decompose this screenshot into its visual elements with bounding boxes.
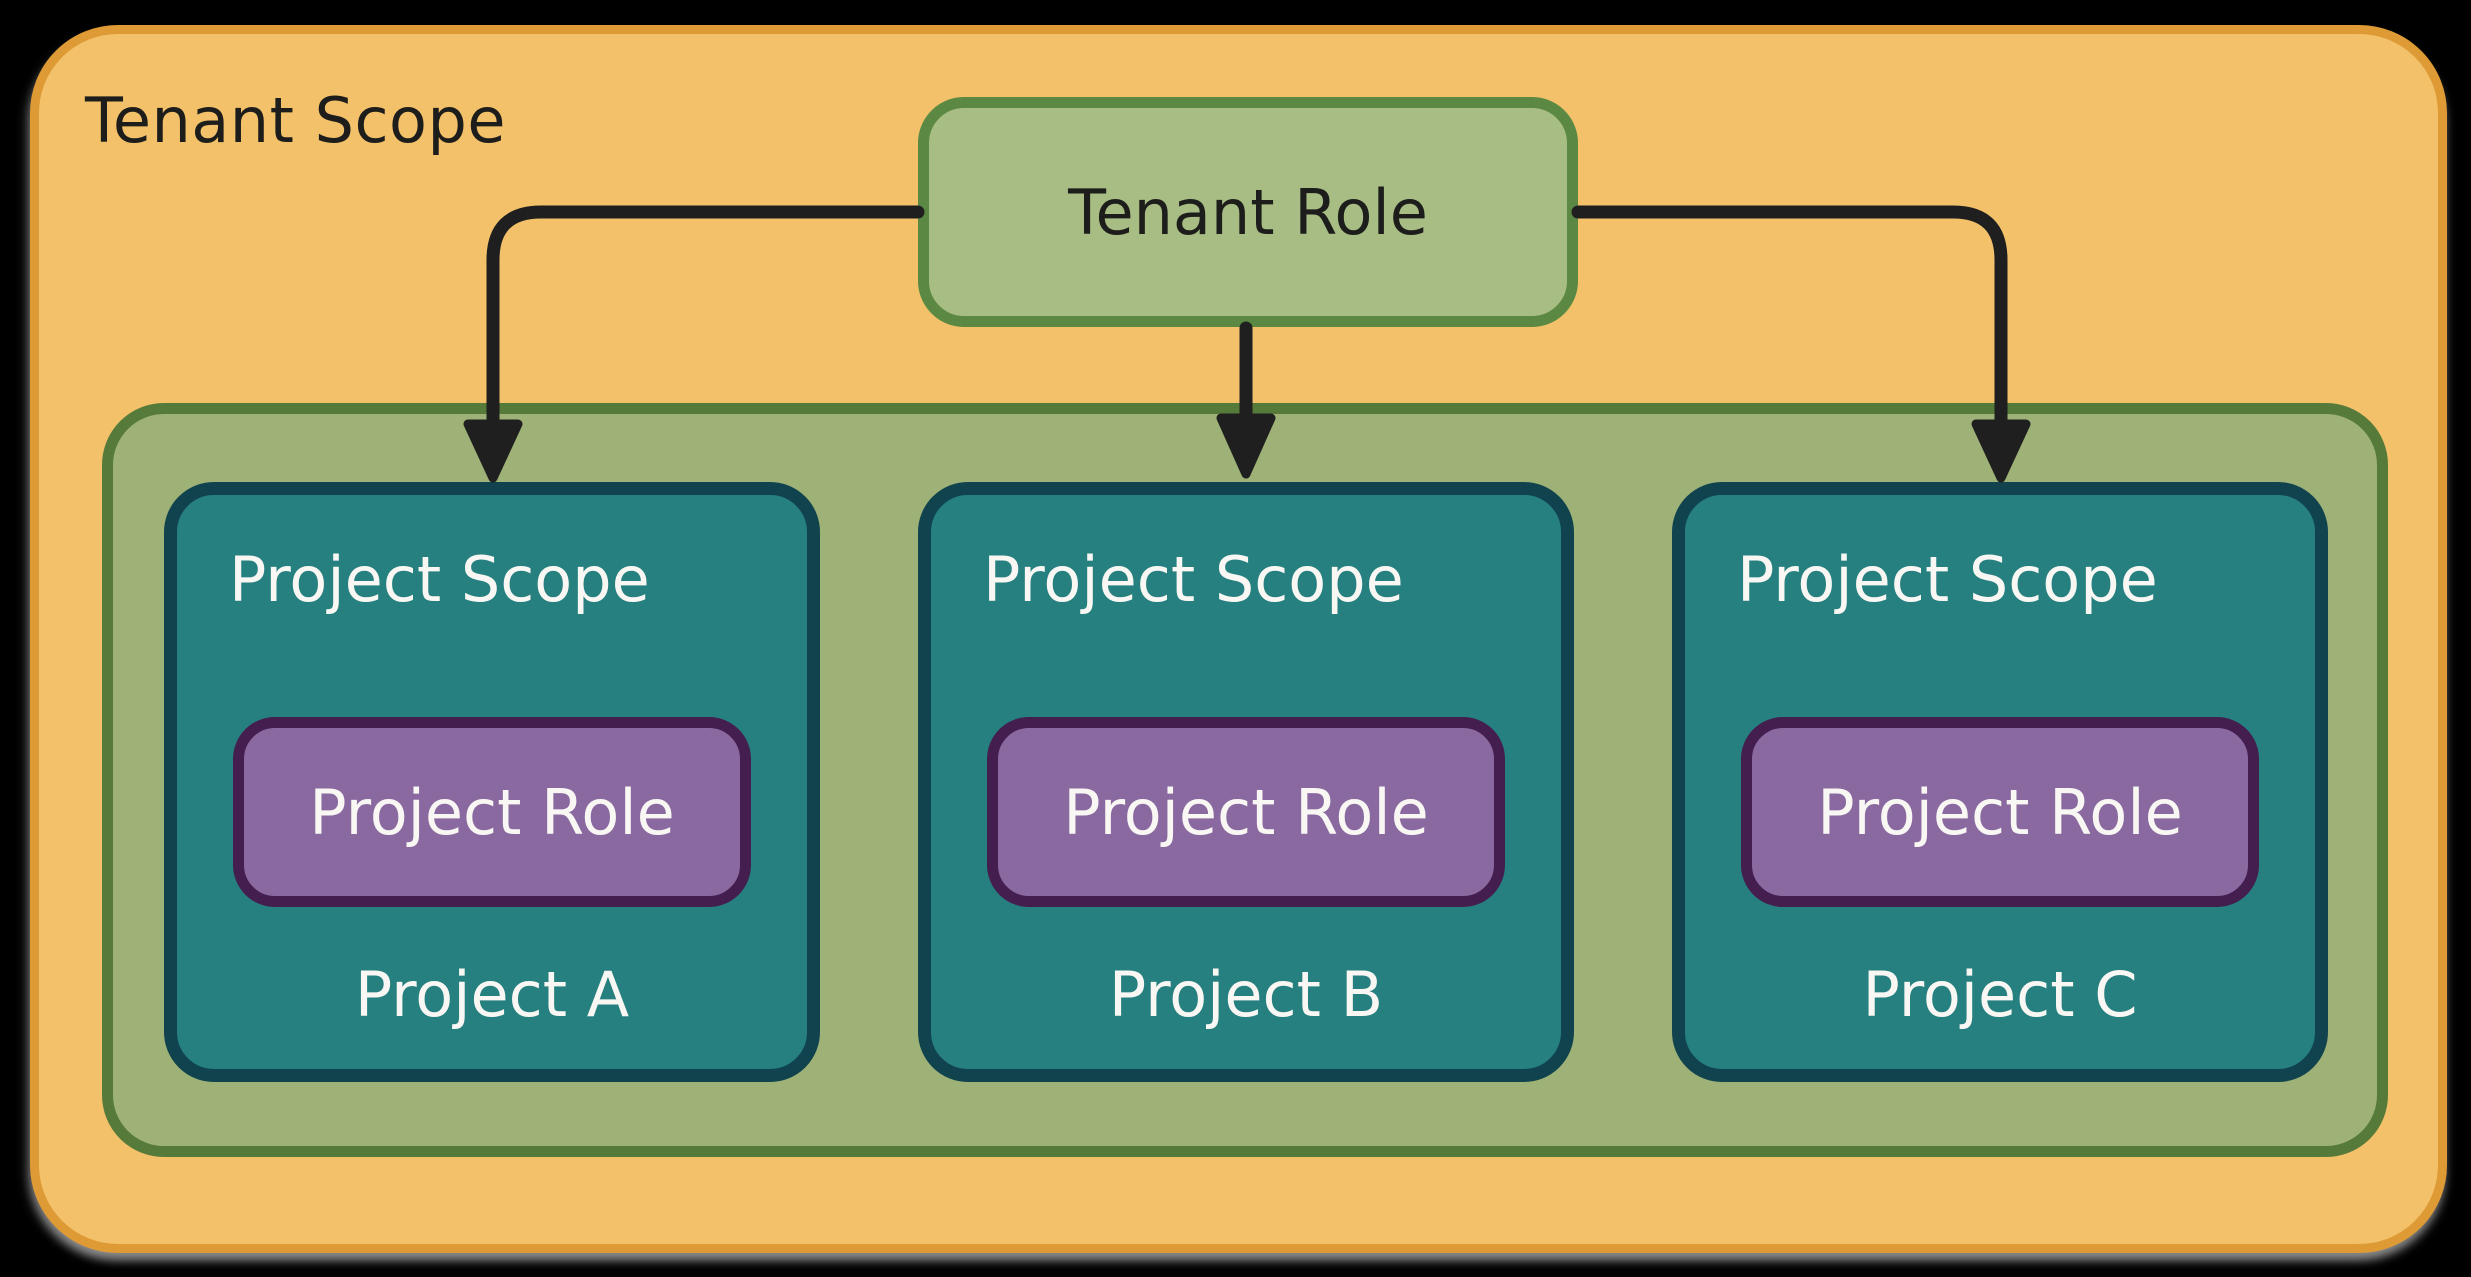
project-name-a: Project A	[354, 958, 630, 1031]
project-scope-box-c: Project Scope Project Role Project C	[1672, 482, 2328, 1082]
project-name-b: Project B	[1108, 958, 1384, 1031]
project-role-label-b: Project Role	[1063, 775, 1429, 849]
project-scope-label-b: Project Scope	[983, 543, 1404, 616]
project-role-box-b: Project Role	[987, 717, 1505, 907]
project-role-box-a: Project Role	[233, 717, 751, 907]
project-role-label-a: Project Role	[309, 775, 675, 849]
tenant-role-label: Tenant Role	[1068, 175, 1428, 249]
project-scope-label-a: Project Scope	[229, 543, 650, 616]
tenant-scope-label: Tenant Scope	[85, 84, 506, 157]
tenant-role-box: Tenant Role	[918, 97, 1578, 327]
project-scope-box-b: Project Scope Project Role Project B	[918, 482, 1574, 1082]
project-name-c: Project C	[1862, 958, 2138, 1031]
project-scope-label-c: Project Scope	[1737, 543, 2158, 616]
project-role-label-c: Project Role	[1817, 775, 2183, 849]
project-scope-box-a: Project Scope Project Role Project A	[164, 482, 820, 1082]
project-role-box-c: Project Role	[1741, 717, 2259, 907]
